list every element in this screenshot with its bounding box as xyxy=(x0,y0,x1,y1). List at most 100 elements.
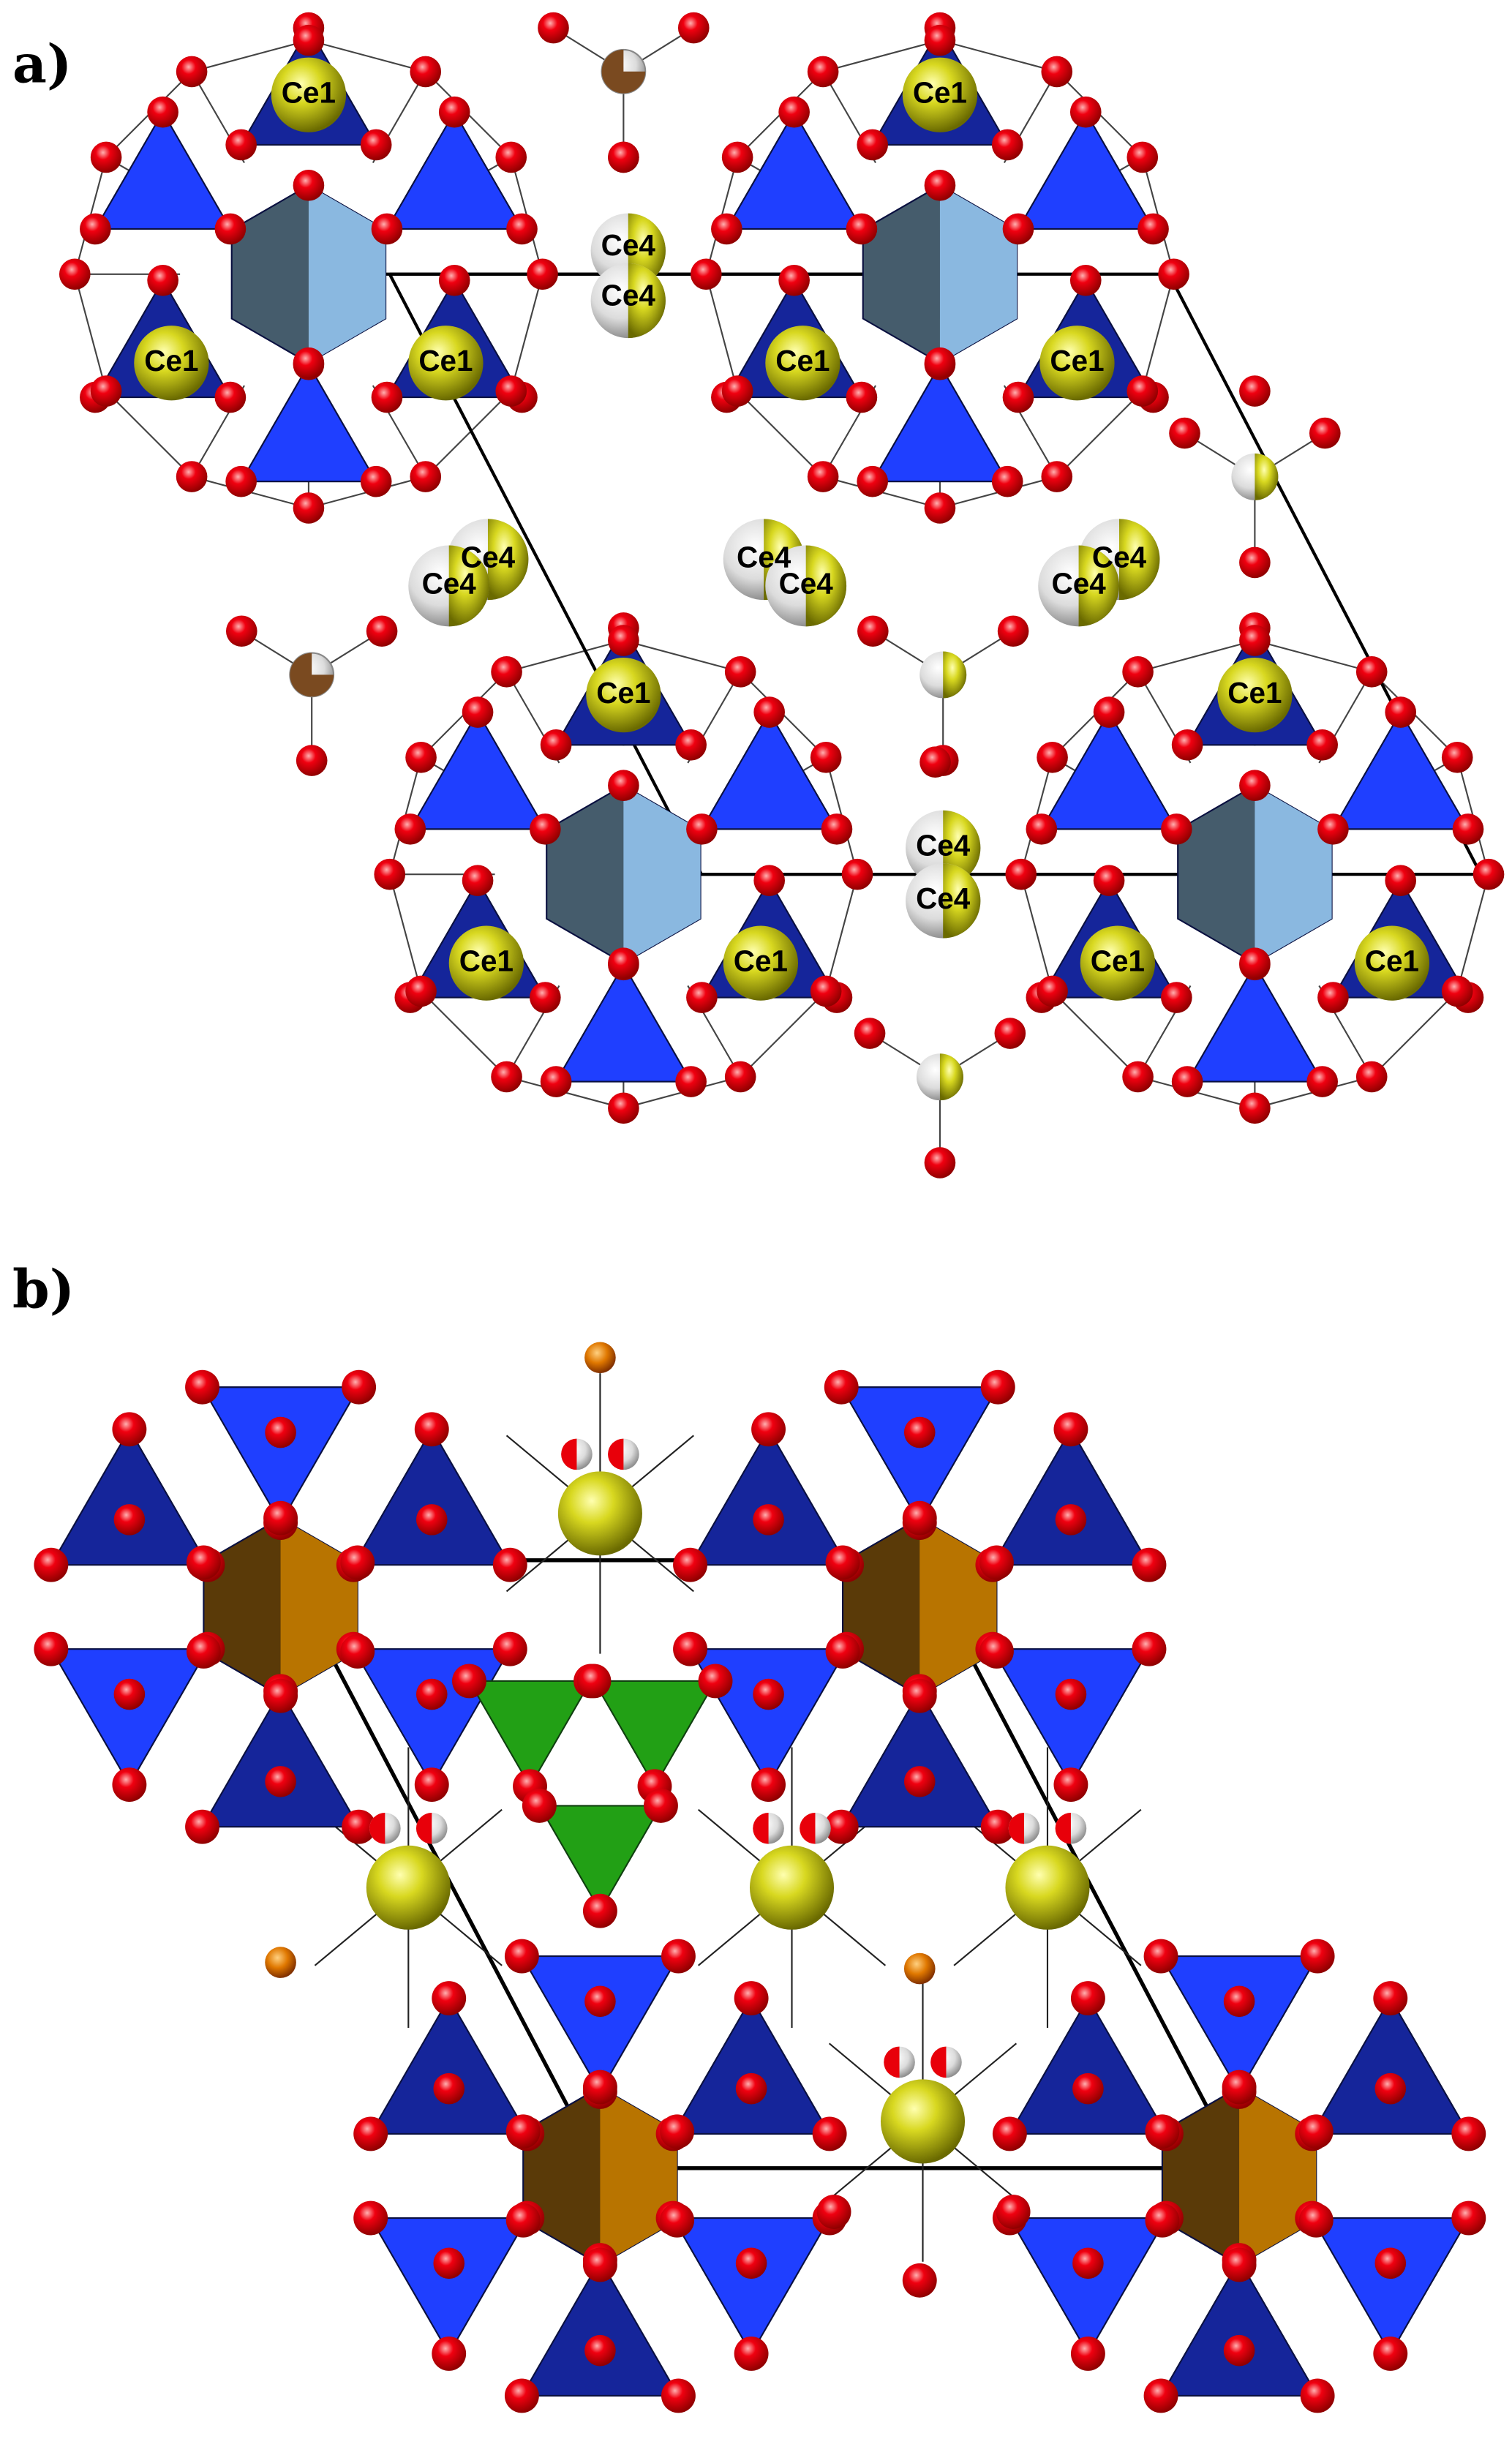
oxygen-atom xyxy=(462,696,494,728)
oxygen-atom xyxy=(686,982,718,1013)
oxygen-atom xyxy=(980,1369,1015,1405)
oxygen-atom xyxy=(1306,1066,1338,1097)
oxygen-atom xyxy=(263,1678,298,1713)
oxygen-atom xyxy=(1070,1981,1105,2016)
oxygen-atom xyxy=(691,258,722,290)
oxygen-atom xyxy=(492,1547,527,1582)
oxygen-atom xyxy=(225,615,257,647)
atom-label: Ce4 xyxy=(601,278,656,312)
partial-oxygen-fill xyxy=(930,2046,947,2078)
cerium-atom xyxy=(557,1471,642,1556)
cerium-atom xyxy=(1005,1845,1090,1930)
oxygen-atom xyxy=(506,213,538,245)
oxygen-atom xyxy=(185,1809,219,1844)
oxygen-atom xyxy=(1037,742,1068,773)
atom-label: Ce1 xyxy=(913,75,967,109)
oxygen-atom xyxy=(293,169,325,201)
tetrahedron xyxy=(49,1427,209,1566)
oxygen-atom xyxy=(1317,982,1349,1013)
oxygen-atom xyxy=(608,141,639,173)
oxygen-atom xyxy=(1005,858,1037,890)
bond xyxy=(1051,991,1139,1078)
atom-label: Ce4 xyxy=(1051,567,1106,601)
cerium-atom xyxy=(366,1845,451,1930)
bond xyxy=(388,873,422,992)
oxygen-atom xyxy=(1239,947,1271,979)
oxygen-atom xyxy=(980,1809,1015,1844)
oxygen-atom xyxy=(113,1504,146,1536)
oxygen-atom xyxy=(582,2247,617,2282)
oxygen-atom xyxy=(505,2114,541,2149)
atom-label: Ce4 xyxy=(1092,540,1147,574)
bond xyxy=(74,274,108,391)
oxygen-atom xyxy=(495,375,527,407)
oxygen-atom xyxy=(265,1416,296,1448)
cerium-atom xyxy=(1080,925,1156,1001)
oxygen-atom xyxy=(810,975,842,1007)
partial-oxygen-fill xyxy=(753,1812,769,1844)
oxygen-atom xyxy=(1239,546,1271,579)
oxygen-atom xyxy=(991,465,1023,497)
atom-label: Ce4 xyxy=(916,829,971,862)
oxygen-atom xyxy=(492,1631,527,1666)
oxygen-atom xyxy=(353,2200,388,2236)
oxygen-atom xyxy=(342,1369,377,1405)
oxygen-atom xyxy=(903,1766,936,1797)
oxygen-atom xyxy=(113,1678,146,1710)
oxygen-atom xyxy=(538,12,569,44)
tetrahedron xyxy=(672,1996,831,2135)
brown-atom-partial xyxy=(290,653,334,697)
tetrahedron xyxy=(1331,710,1470,830)
tetrahedron xyxy=(870,363,1009,483)
tetrahedron xyxy=(688,1427,849,1566)
oxygen-atom xyxy=(527,258,558,290)
oxygen-atom xyxy=(903,1416,936,1448)
cerium-atom xyxy=(134,326,209,401)
oxygen-atom xyxy=(1309,417,1341,449)
cerium-atom xyxy=(1354,925,1430,1001)
atom-layer xyxy=(34,12,1505,2413)
oxygen-atom xyxy=(661,2378,696,2413)
tetrahedron xyxy=(369,1996,529,2135)
oxygen-atom xyxy=(415,1678,448,1710)
oxygen-atom xyxy=(924,169,956,201)
oxygen-atom xyxy=(1069,264,1102,296)
oxygen-atom xyxy=(857,465,888,497)
bond xyxy=(1141,274,1175,391)
brown-atom-partial xyxy=(601,49,646,94)
oxygen-atom xyxy=(753,1678,784,1710)
oxygen-atom xyxy=(90,141,122,173)
oxygen-atom xyxy=(608,770,639,802)
atom-label: Ce4 xyxy=(779,567,834,601)
oxygen-atom xyxy=(734,2336,769,2371)
tetrahedron xyxy=(94,110,232,230)
oxygen-atom xyxy=(59,258,91,290)
atom-label: Ce1 xyxy=(459,944,514,977)
tetrahedron xyxy=(1159,1955,1319,2094)
atom-label: Ce1 xyxy=(596,676,650,710)
tetrahedron xyxy=(49,1648,209,1786)
partial-oxygen-fill xyxy=(1055,1812,1071,1844)
oxygen-atom xyxy=(778,264,810,296)
bond xyxy=(1056,390,1143,478)
oxygen-atom xyxy=(857,615,889,647)
brown-hexagon-face xyxy=(1239,2087,1317,2265)
oxygen-atom xyxy=(1041,56,1073,88)
oxygen-atom xyxy=(1053,1412,1088,1447)
tetrahedron xyxy=(840,1386,1000,1525)
brown-hexagon-face xyxy=(280,1518,358,1696)
cerium-atom xyxy=(749,1845,835,1930)
partial-oxygen-fill xyxy=(369,1812,385,1844)
oxygen-atom xyxy=(1239,625,1271,656)
oxygen-atom xyxy=(584,1985,616,2018)
oxygen-atom xyxy=(673,1547,707,1582)
oxygen-atom xyxy=(1374,2072,1407,2105)
oxygen-atom xyxy=(994,1018,1026,1049)
oxygen-atom xyxy=(405,742,437,773)
oxygen-atom xyxy=(821,813,853,845)
tetrahedron xyxy=(352,1648,512,1786)
oxygen-atom xyxy=(1472,858,1505,890)
oxygen-atom xyxy=(1239,770,1271,802)
oxygen-atom xyxy=(214,213,247,245)
green-triangle xyxy=(538,1805,663,1913)
